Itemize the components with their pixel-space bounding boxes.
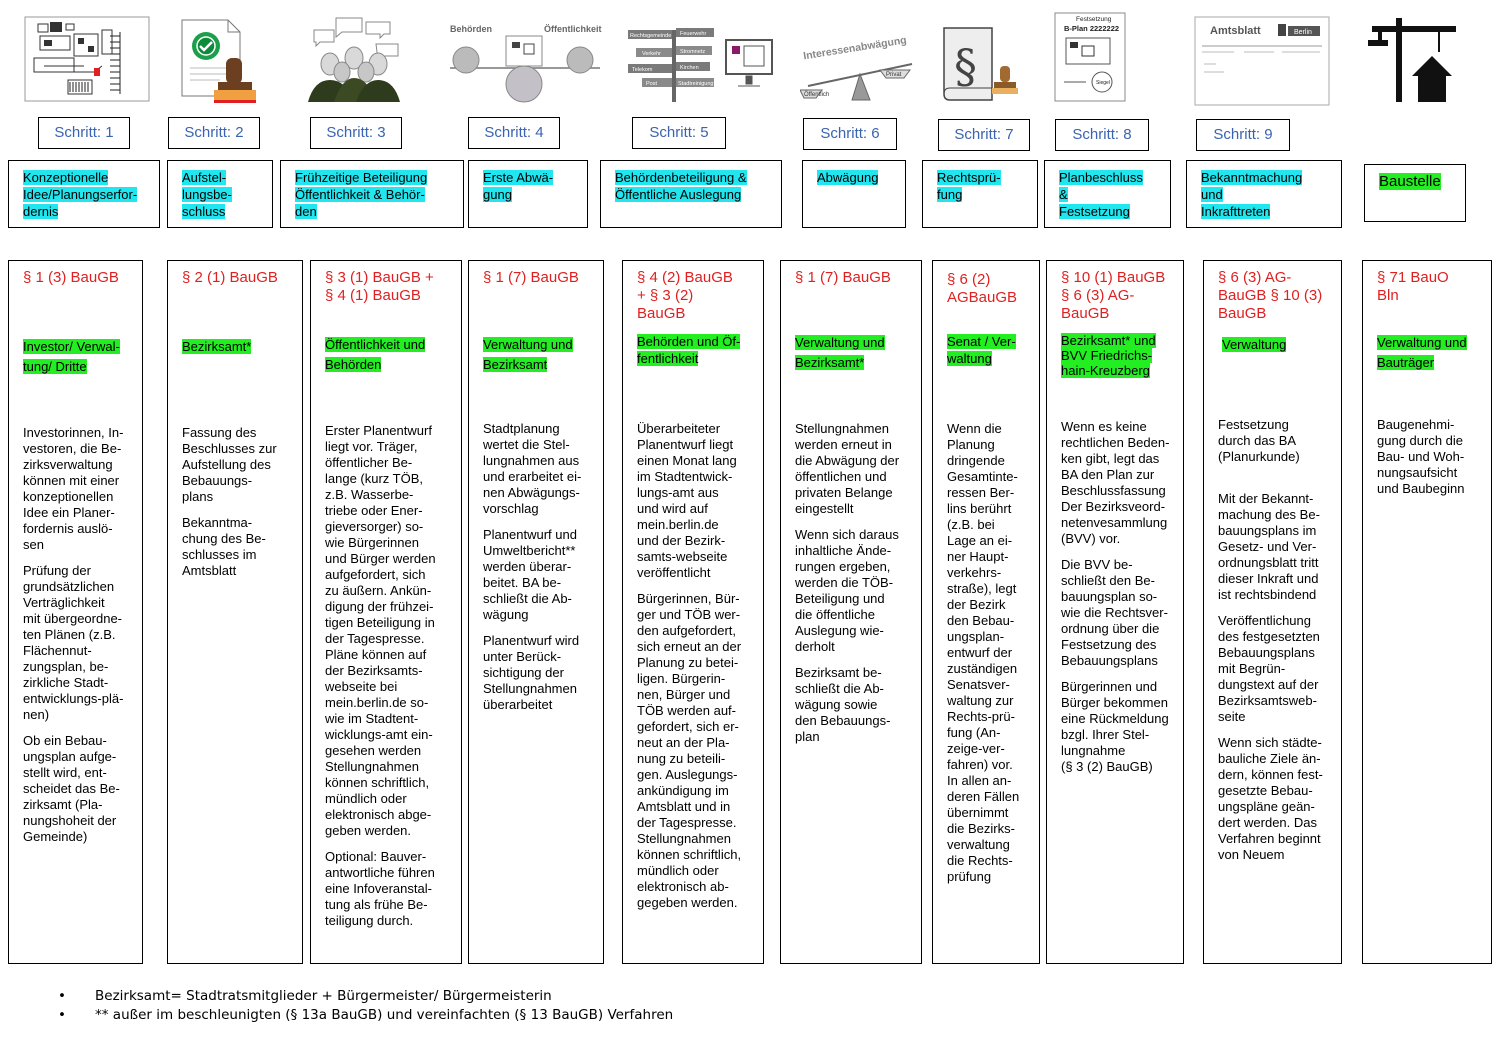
law-reference: § 6 (3) AG-BauGB § 10 (3)BauGB xyxy=(1218,269,1323,322)
site-plan-icon xyxy=(24,16,150,102)
icon-label-behoerden: Behörden xyxy=(450,24,492,34)
step-5-label: Schritt: 5 xyxy=(632,117,726,149)
plan-label-2: B-Plan 2222222 xyxy=(1064,24,1119,33)
column-step-9: § 6 (3) AG-BauGB § 10 (3)BauGB Verwaltun… xyxy=(1203,260,1342,964)
sign-label-7: Post xyxy=(646,81,657,87)
sign-label-3: Verkehr xyxy=(642,51,661,57)
footnote-verfahren: • ** außer im beschleunigten (§ 13a BauG… xyxy=(58,1005,758,1025)
balance-authorities-public-icon: Behörden Öffentlichkeit xyxy=(450,24,602,103)
law-book-stamp-icon: § xyxy=(943,27,1018,101)
bullet: • xyxy=(58,988,66,1004)
step-2-label: Schritt: 2 xyxy=(168,117,260,149)
public-participation-icon xyxy=(308,17,400,102)
amtsblatt-title: Amtsblatt xyxy=(1210,25,1261,37)
scale-title: Interessenabwägung xyxy=(802,34,907,62)
phase-7: Rechtsprü-fung xyxy=(922,160,1038,228)
step-9-label: Schritt: 9 xyxy=(1196,119,1290,151)
phase-6: Abwägung xyxy=(802,160,906,228)
plan-label-1: Festsetzung xyxy=(1076,16,1112,23)
scale-right-label: Privat xyxy=(886,72,902,78)
law-reference: § 3 (1) BauGB +§ 4 (1) BauGB xyxy=(325,269,434,304)
step-1-label: Schritt: 1 xyxy=(38,117,130,149)
sign-label-8: Stadtreinigung xyxy=(678,81,713,87)
column-step-1: § 1 (3) BauGB Investor/ Verwal-tung/ Dri… xyxy=(8,260,143,964)
description: Baugenehmi- gung durch die Bau- und Woh-… xyxy=(1377,417,1465,496)
signpost-monitor-icon: Rechtsgemeinde Feuerwehr Verkehr Stromne… xyxy=(628,28,773,102)
footnote-bezirksamt: • Bezirksamt= Stadtratsmitglieder + Bürg… xyxy=(58,986,758,1006)
phase-4: Erste Abwä-gung xyxy=(468,160,588,228)
column-step-2: § 2 (1) BauGB Bezirksamt* Fassung des Be… xyxy=(167,260,303,964)
weighing-scale-icon: Interessenabwägung Öffentlich Privat xyxy=(800,34,913,101)
description: Wenn die Planung dringende Gesamtinte- r… xyxy=(947,421,1020,884)
actor: Verwaltung xyxy=(1222,337,1287,352)
phase-10: Baustelle xyxy=(1364,164,1466,222)
step-8-label: Schritt: 8 xyxy=(1055,119,1149,151)
phase-2: Aufstel-lungsbe-schluss xyxy=(167,160,273,228)
sign-label-2: Feuerwehr xyxy=(680,31,706,37)
footnote-text: ** außer im beschleunigten (§ 13a BauGB)… xyxy=(95,1007,674,1023)
bullet: • xyxy=(58,1007,66,1023)
law-reference: § 2 (1) BauGB xyxy=(182,269,278,286)
column-step-3: § 3 (1) BauGB +§ 4 (1) BauGB Öffentlichk… xyxy=(310,260,462,964)
description: Investorinnen, In- vestoren, die Be- zir… xyxy=(23,425,124,844)
column-step-8: § 10 (1) BauGB§ 6 (3) AG-BauGB Bezirksam… xyxy=(1046,260,1184,964)
description: Wenn es keine rechtlichen Beden- ken gib… xyxy=(1061,419,1170,774)
description: Erster Planentwurf liegt vor. Träger, öf… xyxy=(325,423,436,928)
description: Stadtplanung wertet die Stel- lungnahmen… xyxy=(483,421,582,712)
sign-label-1: Rechtsgemeinde xyxy=(630,33,671,39)
actor: Behörden und Öf-fentlichkeit xyxy=(637,334,741,366)
phase-5: Behördenbeteiligung &Öffentliche Auslegu… xyxy=(600,160,782,228)
law-reference: § 10 (1) BauGB§ 6 (3) AG-BauGB xyxy=(1061,269,1166,322)
plan-seal-label: Siegel xyxy=(1096,80,1110,86)
description: Stellungnahmen werden erneut in die Abwä… xyxy=(795,421,900,744)
sign-label-6: Kirchen xyxy=(680,65,699,71)
step-6-label: Schritt: 6 xyxy=(803,118,897,150)
sign-label-5: Telekom xyxy=(632,67,653,73)
column-step-5: § 4 (2) BauGB+ § 3 (2)BauGB Behörden und… xyxy=(622,260,764,964)
plan-festsetzung-icon: Festsetzung B-Plan 2222222 Siegel xyxy=(1054,12,1126,102)
scale-left-label: Öffentlich xyxy=(804,91,829,98)
description: Festsetzung durch das BA (Planurkunde) M… xyxy=(1218,417,1323,862)
footnote-text: Bezirksamt= Stadtratsmitglieder + Bürger… xyxy=(95,988,552,1004)
sign-label-4: Stromnetz xyxy=(680,49,705,55)
law-reference: § 4 (2) BauGB+ § 3 (2)BauGB xyxy=(637,269,733,322)
description: Fassung des Beschlusses zur Aufstellung … xyxy=(182,425,277,578)
amtsblatt-icon: Amtsblatt Berlin xyxy=(1194,16,1330,106)
construction-crane-house-icon xyxy=(1368,18,1456,102)
law-reference: § 1 (3) BauGB xyxy=(23,269,119,286)
column-step-7: § 6 (2)AGBauGB Senat / Ver-waltung Wenn … xyxy=(932,260,1040,964)
actor: Senat / Ver-waltung xyxy=(947,334,1016,366)
phase-8: Planbeschluss&Festsetzung xyxy=(1044,160,1171,228)
actor: Investor/ Verwal-tung/ Dritte xyxy=(23,339,120,374)
step-4-label: Schritt: 4 xyxy=(468,117,560,149)
step-3-label: Schritt: 3 xyxy=(310,117,402,149)
description: Überarbeiteter Planentwurf liegt einen M… xyxy=(637,421,742,910)
step-7-label: Schritt: 7 xyxy=(938,119,1030,151)
decision-document-icon xyxy=(181,19,256,103)
berlin-badge: Berlin xyxy=(1294,29,1312,36)
law-reference: § 1 (7) BauGB xyxy=(483,269,579,286)
law-reference: § 1 (7) BauGB xyxy=(795,269,891,286)
svg-text:§: § xyxy=(954,39,977,93)
actor: Bezirksamt* xyxy=(182,339,252,354)
icon-label-oeffentlichkeit: Öffentlichkeit xyxy=(544,24,602,34)
law-reference: § 6 (2)AGBauGB xyxy=(947,271,1018,306)
